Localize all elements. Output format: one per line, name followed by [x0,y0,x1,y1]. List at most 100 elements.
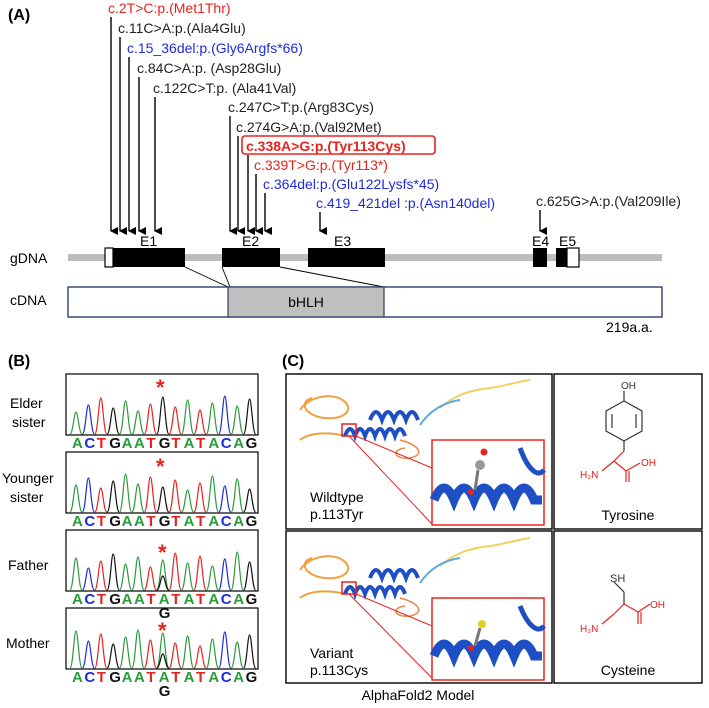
sequence-base: T [97,435,106,452]
sequence-base: T [97,669,106,686]
acid-label: OH [650,600,665,611]
sequence-base: A [159,591,170,608]
protein-model-wildtype [299,379,546,526]
exon-utr [104,247,114,268]
exon-label: E5 [559,233,576,249]
sequence-base: G [246,513,258,530]
sequence-base: T [146,513,155,530]
sample-name: Elder [10,395,43,411]
chromatogram-peak [181,399,195,435]
chromatogram-peak [143,566,157,591]
chromatogram-peak [119,636,133,669]
cysteine-structure [601,581,651,625]
chromatogram-peak [230,551,244,591]
chromatogram-peak [168,479,182,513]
chromatogram-peak [119,563,133,591]
side-chain-label: OH [621,381,636,392]
variant-label: c.15_36del:p.(Gly6Argfs*66) [127,40,303,56]
exon-label: E1 [140,233,157,249]
chromatogram-peak [69,557,83,591]
variant-label: c.419_421del :p.(Asn140del) [316,195,495,211]
sequence-base: A [134,513,145,530]
sequence-base: T [146,669,155,686]
chromatogram-peak [218,485,232,513]
sequence-base: T [171,669,180,686]
sequence-base: T [171,435,180,452]
chromatogram-peak [193,555,207,591]
sequence-base: T [196,435,205,452]
chromatogram-peak [156,632,170,669]
chromatogram-peak [168,642,182,669]
protein-model-variant [299,537,546,681]
variant-label: c.247C>T:p.(Arg83Cys) [228,99,374,115]
sequence-base: C [84,591,95,608]
variant-label: c.274G>A:p.(Val92Met) [236,119,382,135]
model-frame-wt [285,373,553,530]
exon-block [113,248,185,267]
sequence-base: G [246,435,258,452]
sequence-base: A [233,513,244,530]
sample-name: sister [12,414,46,430]
sequence-base: A [208,669,219,686]
chromatogram-peak [218,558,232,591]
chromatogram-peak [119,400,133,435]
model-variant: p.113Tyr [310,506,364,522]
chromatogram-peak [143,476,157,513]
chromatogram-peak [81,640,95,669]
exon-label: E2 [242,233,259,249]
chromatogram-peak [131,483,145,513]
mutation-marker: * [156,454,165,479]
sequence-base: A [134,591,145,608]
figure-caption: AlphaFold2 Model [362,687,475,703]
sample-name: sister [10,489,44,505]
sequence-base: A [122,591,133,608]
sample-name: Younger [2,470,54,486]
chromatogram-peak [94,633,108,669]
chromatogram-peak [94,397,108,435]
chromatogram-traces [69,395,257,669]
mutation-marker: * [158,540,167,565]
variant-arrows [110,17,547,235]
sequence-base: A [233,669,244,686]
sequence-base: A [72,513,83,530]
chromatogram-peak [156,486,170,513]
residue-name: Cysteine [601,662,656,678]
panel-c-label: (C) [282,353,304,370]
residue-frame-var [553,530,703,684]
sequence-base: A [122,669,133,686]
sequence-base: T [196,669,205,686]
variant-label: c.2T>C:p.(Met1Thr) [108,0,231,16]
acid-label: OH [641,458,656,469]
sequence-base: C [221,513,232,530]
variant-label: c.11C>A:p.(Ala4Glu) [118,20,246,36]
sequence-base: C [221,435,232,452]
sequence-base: A [208,513,219,530]
chromatogram-peak-alt [156,575,170,591]
chromatogram-peak [106,553,120,591]
chromatogram-peak [230,405,244,435]
exon-label: E4 [532,233,549,249]
exon-label: E3 [334,233,351,249]
panel-b-label: (B) [8,353,30,370]
sequence-base: A [72,435,83,452]
chromatogram-peak [193,645,207,669]
sequence-base: T [146,591,155,608]
variant-label: c.122C>T:p. (Ala41Val) [153,80,296,96]
sequence-base: T [171,591,180,608]
sample-name: Mother [6,635,50,651]
sequence-base: A [122,513,133,530]
chromatogram-peak [156,559,170,591]
chromatogram-peak [243,561,257,591]
chromatogram-peak [69,411,83,435]
mutation-marker: * [156,375,165,400]
chromatogram-peak [205,638,219,669]
mutation-marker: * [158,618,167,643]
sequence-base: A [208,591,219,608]
sequence-base: C [221,669,232,686]
chromatogram-peak [205,402,219,435]
sequence-base: A [159,669,170,686]
chromatogram-peak [69,484,83,513]
chromatogram-peak [119,473,133,513]
chromatogram-peak [94,487,108,513]
